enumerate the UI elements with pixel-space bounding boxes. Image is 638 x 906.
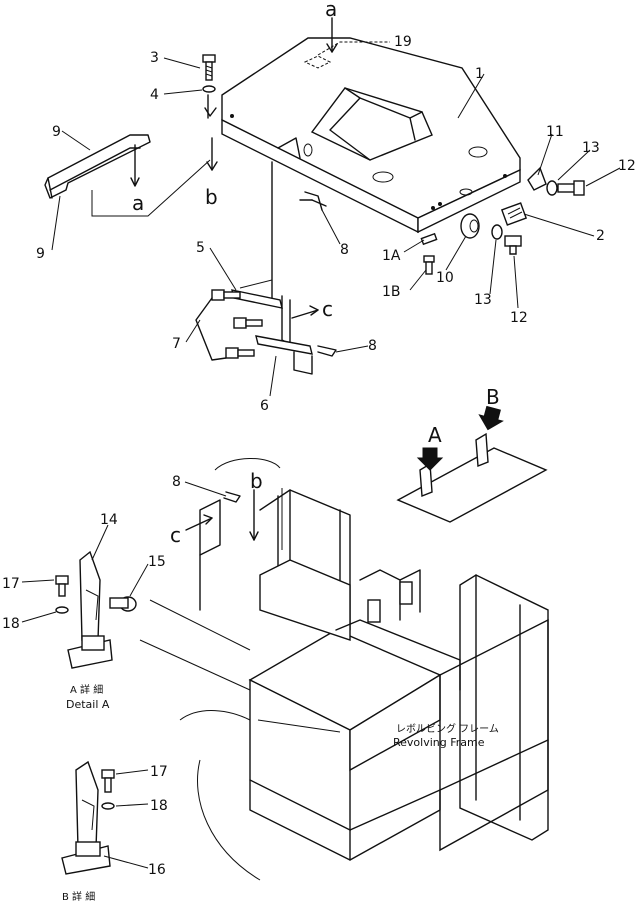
leader-lines [21,57,621,869]
revolving-frame [139,405,549,881]
ref-a-left: a [132,191,144,215]
callout-14: 14 [100,512,118,528]
detail-b-jp-label: B 詳 細 [62,890,95,903]
washer-4 [202,85,216,93]
ref-c-bottom: c [170,523,181,547]
callout-1: 1 [475,66,484,82]
callout-11: 11 [546,124,564,140]
callout-4: 4 [150,87,159,103]
bolt-12b [504,235,522,255]
hinge-bracket-6 [255,335,313,375]
ref-B: B [486,385,500,409]
callout-2: 2 [596,228,605,244]
callout-16: 16 [148,862,166,878]
bolt-12a [557,180,585,196]
callout-10: 10 [436,270,454,286]
callout-9-bottom: 9 [36,246,45,262]
cover-lock-plate [271,161,313,301]
bolts-7 [211,289,263,359]
callout-8-mid: 8 [368,338,377,354]
washer-13b [491,224,503,240]
detail-a-label: Detail A [66,698,110,711]
callout-17-a: 17 [2,576,20,592]
engine-cover [221,37,521,234]
ref-b-top: b [205,185,218,209]
callout-6: 6 [260,398,269,414]
callout-1A: 1A [382,248,401,264]
handle-9 [44,134,151,199]
lock-2 [500,202,528,226]
callout-13-right: 13 [582,140,600,156]
callout-1B: 1B [382,284,401,300]
revolving-frame-jp-label: レボルビング フレーム [396,722,499,735]
callout-8-top: 8 [340,242,349,258]
detail-a-jp-label: A 詳 細 [70,683,103,696]
revolving-frame-label: Revolving Frame [393,736,485,749]
ref-a-top: a [325,0,337,21]
bolt-3 [202,54,216,81]
pin-8b [317,345,337,357]
callout-5: 5 [196,240,205,256]
callout-17-b: 17 [150,764,168,780]
callout-19: 19 [394,34,412,50]
callout-9-top: 9 [52,124,61,140]
washer-13a [546,180,558,196]
clip-11 [527,166,547,191]
callout-7: 7 [172,336,181,352]
plate-1A [420,232,438,246]
callout-18-b: 18 [150,798,168,814]
ref-c-top: c [322,297,333,321]
callout-3: 3 [150,50,159,66]
ref-A: A [428,423,442,447]
callout-12-right: 12 [618,158,636,174]
detail-b [61,760,115,875]
ref-b-bottom: b [250,469,263,493]
cover-lock-pin [304,191,327,211]
detail-a [55,550,137,669]
knob-10 [460,213,480,239]
callout-18-a: 18 [2,616,20,632]
callout-13-bottom: 13 [474,292,492,308]
callout-15: 15 [148,554,166,570]
callout-12-bottom: 12 [510,310,528,326]
bolt-1B [423,255,435,275]
callout-8-bottom: 8 [172,474,181,490]
